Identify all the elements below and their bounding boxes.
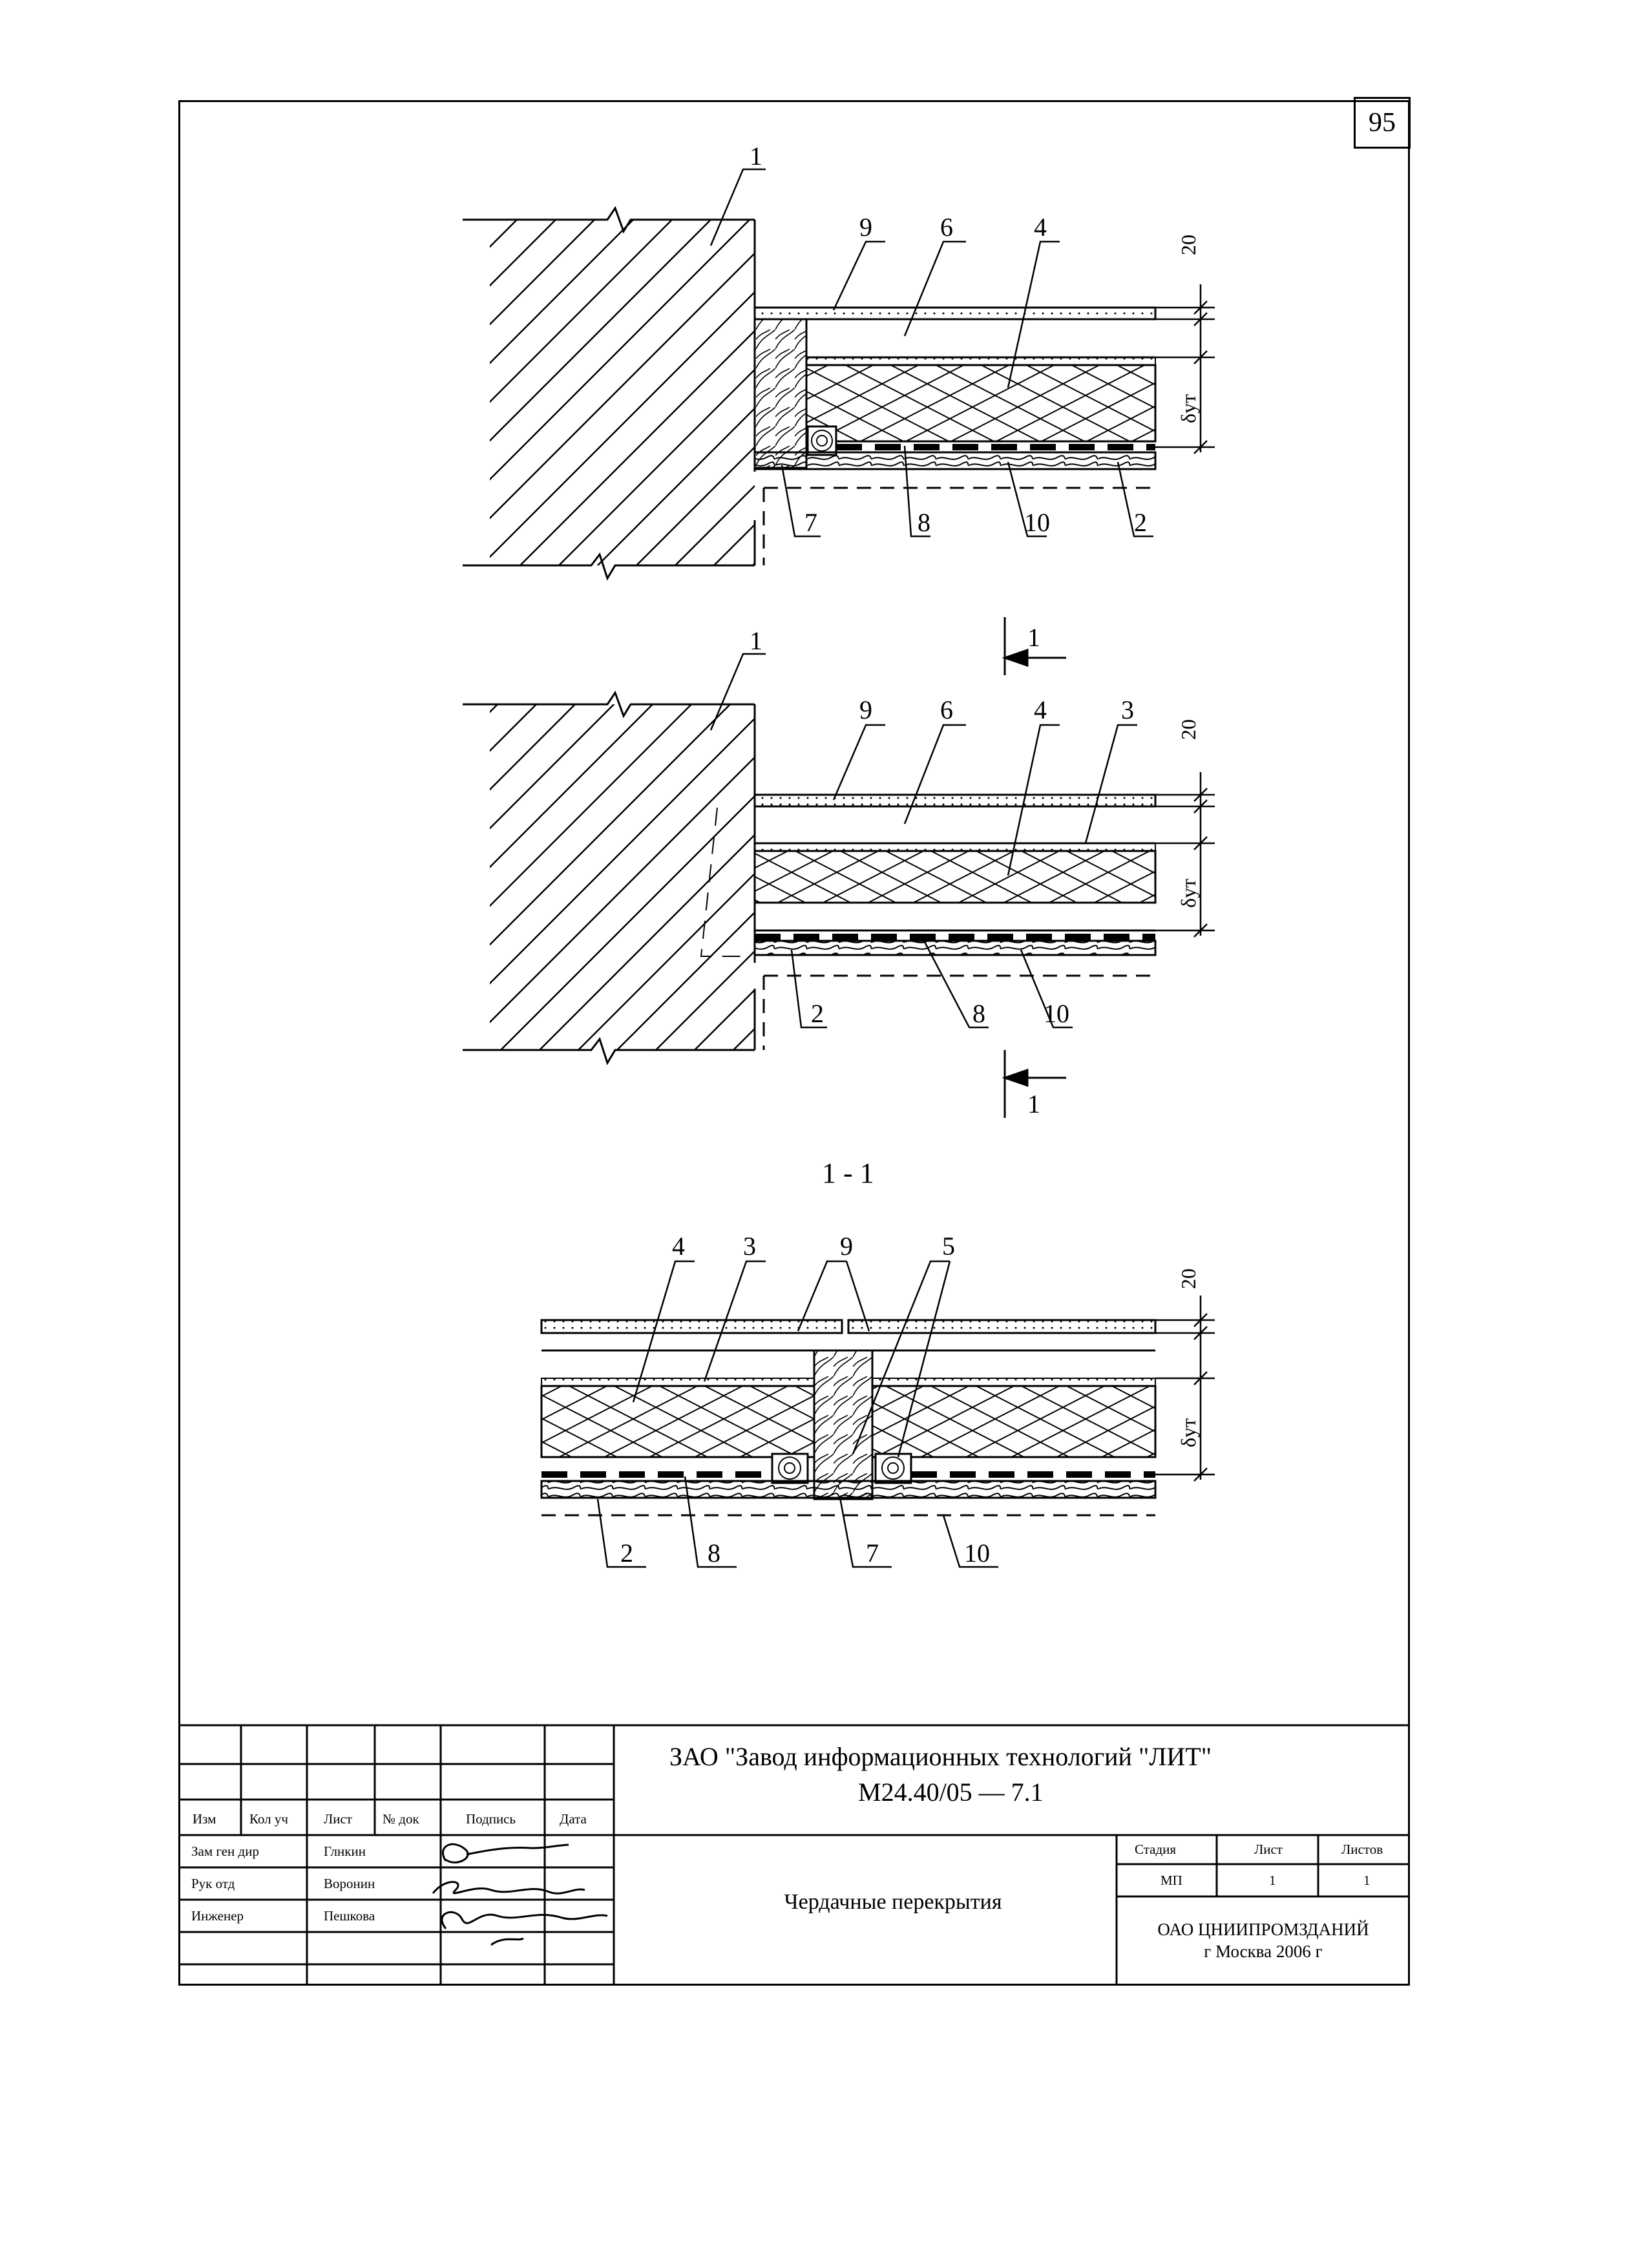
stage-value: МП [1161,1873,1182,1888]
insulation-middle [753,850,1157,904]
boards-bottom [540,1480,1157,1499]
dim-thickness-bottom: 20 [1177,1268,1200,1289]
section-marker-upper: 1 [1027,623,1040,652]
callout-bottom-5: 5 [942,1232,955,1261]
callout-middle-9: 9 [859,695,872,724]
beam-bottom [813,1349,874,1500]
section-marker-lower: 1 [1027,1089,1040,1118]
title-block-grid [178,1724,1410,1986]
role-3: Инженер [191,1908,244,1924]
role-1: Зам ген дир [191,1843,259,1859]
role-2: Рук отд [191,1876,235,1891]
name-1: Глнкин [324,1843,366,1859]
detail-middle: 20 δут 1 9 6 4 3 2 8 10 1 1 [463,617,1215,1118]
callout-middle-4: 4 [1034,695,1047,724]
sheets-value: 1 [1363,1873,1371,1888]
header-doc-no: № док [383,1811,419,1827]
insulation-bottom-right [871,1385,1157,1458]
header-signature: Подпись [466,1811,516,1827]
callout-middle-10: 10 [1044,999,1069,1028]
sheets-header: Листов [1341,1842,1383,1857]
callout-middle-8: 8 [972,999,985,1028]
callout-middle-3: 3 [1121,695,1134,724]
drawing-title: Чердачные перекрытия [784,1890,1002,1914]
header-date: Дата [560,1811,587,1827]
insulation-top [805,364,1157,443]
sheet-value: 1 [1269,1873,1276,1888]
callout-top-4: 4 [1034,213,1047,242]
callout-top-10: 10 [1024,508,1050,537]
dim-insulation-top: δут [1177,394,1200,423]
finish-layer-middle [753,793,1157,808]
boards-top [753,451,1157,470]
sheet-header: Лист [1254,1842,1283,1857]
organization: ОАО ЦНИИПРОМЗДАНИЙ г Москва 2006 г [1117,1919,1410,1963]
header-kol-uch: Кол уч [249,1811,288,1827]
stage-header: Стадия [1135,1842,1177,1857]
boards-middle [753,940,1157,956]
callout-top-7: 7 [804,508,817,537]
dim-thickness-middle: 20 [1177,719,1200,740]
wall-top [490,220,755,565]
title-block: ЗАО "Завод информационных технологий "ЛИ… [178,1725,1410,1986]
name-3: Пешкова [324,1908,375,1924]
signatures [432,1843,608,1946]
wall-middle [490,704,755,1050]
dim-insulation-middle: δут [1177,879,1200,908]
callout-bottom-8: 8 [708,1538,720,1568]
dim-thickness-top: 20 [1177,235,1200,255]
callout-top-6: 6 [940,213,953,242]
finish-layer-top [753,306,1157,320]
callout-top-1: 1 [750,142,762,171]
callout-top-9: 9 [859,213,872,242]
drawing-frame [178,100,1410,1986]
callout-middle-1: 1 [750,626,762,655]
company-name: ЗАО "Завод информационных технологий "ЛИ… [669,1742,1212,1771]
callout-middle-2: 2 [811,999,824,1028]
header-list: Лист [324,1811,352,1827]
callout-bottom-3: 3 [743,1232,756,1261]
callout-bottom-7: 7 [866,1538,879,1568]
detail-bottom: 20 δут 4 3 9 5 2 8 7 10 [540,1232,1215,1568]
callout-top-2: 2 [1134,508,1147,537]
dim-insulation-bottom: δут [1177,1418,1200,1447]
callout-middle-6: 6 [940,695,953,724]
callout-bottom-9: 9 [840,1232,853,1261]
callout-bottom-4: 4 [672,1232,685,1261]
beam-top [753,318,808,469]
document-code: М24.40/05 — 7.1 [858,1778,1044,1807]
detail-top: 20 δут 1 9 6 4 7 8 10 2 [463,142,1215,581]
header-izm: Изм [193,1811,216,1827]
section-title: 1 - 1 [822,1157,874,1189]
callout-top-8: 8 [918,508,930,537]
callout-bottom-2: 2 [620,1538,633,1568]
sheet-number: 95 [1354,97,1411,149]
name-2: Воронин [324,1876,375,1891]
callout-bottom-10: 10 [964,1538,990,1568]
organization-city-year: г Москва 2006 г [1204,1941,1323,1961]
organization-name: ОАО ЦНИИПРОМЗДАНИЙ [1157,1920,1369,1939]
insulation-bottom-left [540,1385,815,1458]
